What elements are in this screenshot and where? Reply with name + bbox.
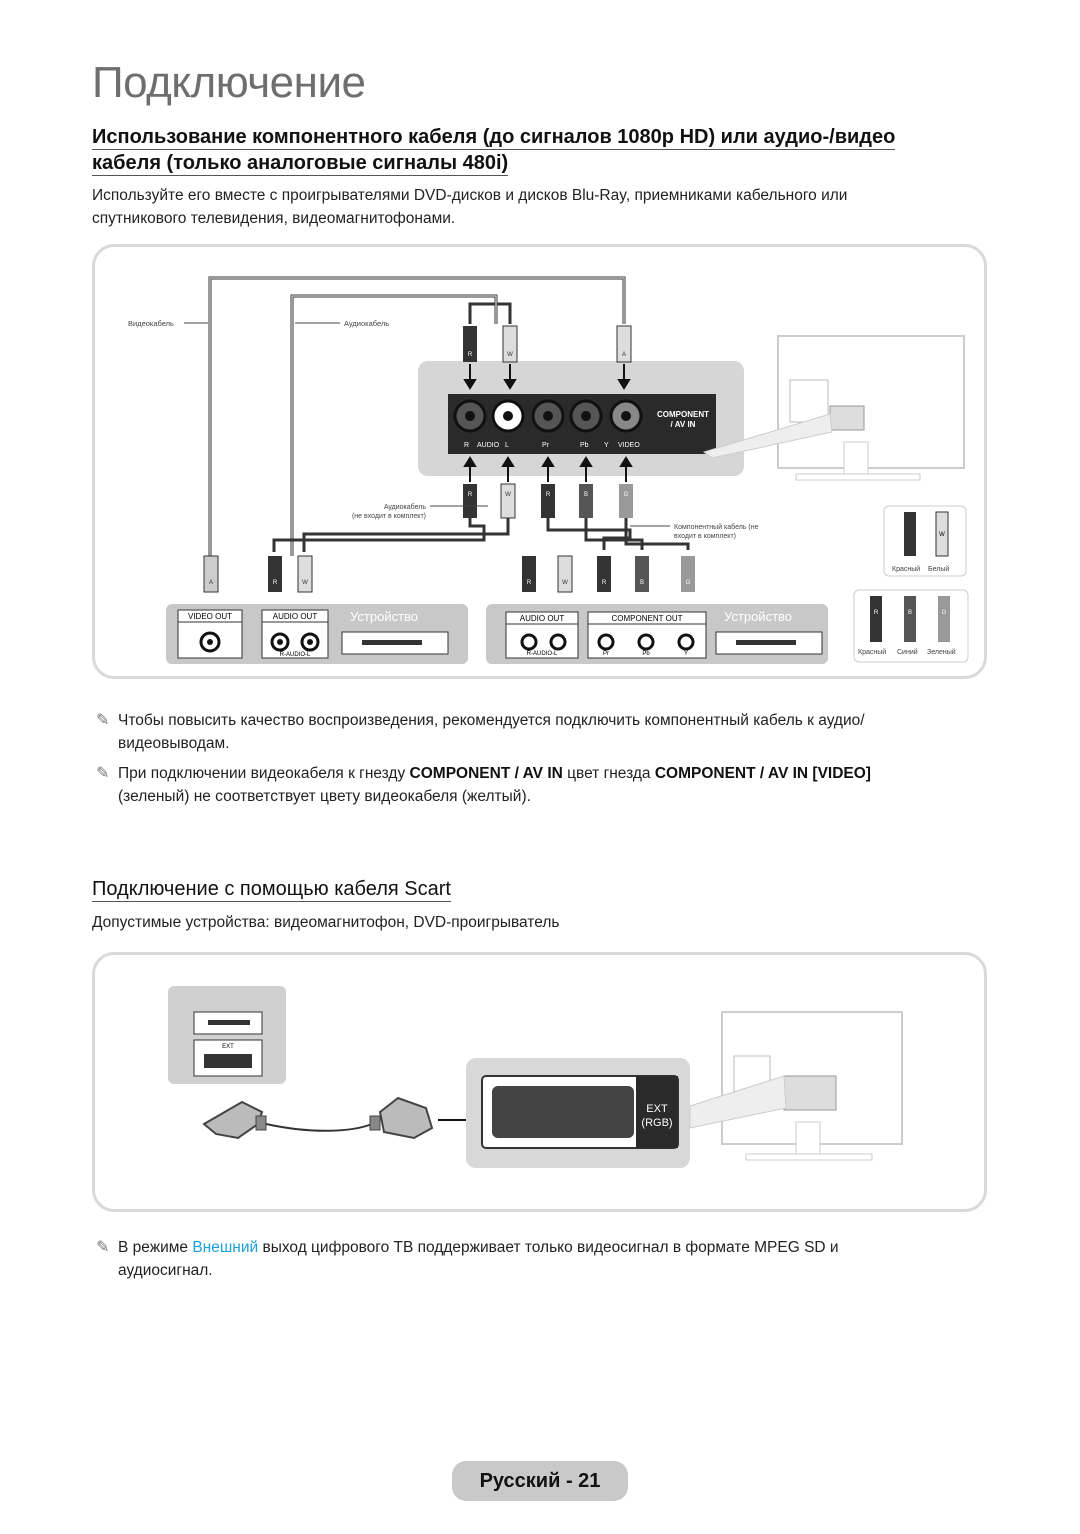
note3-part1: В режиме: [118, 1239, 193, 1256]
top-plugs: [463, 325, 632, 363]
legend1-red: Красный: [892, 565, 920, 573]
device1-audio-out: AUDIO OUT: [273, 612, 318, 621]
tv-back-view: [702, 335, 965, 481]
legend2-green: Зеленый: [927, 648, 956, 656]
panel-jacks: [453, 399, 643, 433]
top-plug-r: R: [468, 352, 473, 358]
panel-video-label: VIDEO: [618, 442, 640, 449]
pencil-icon: ✎: [96, 765, 110, 782]
device2-raudiol: R-AUDIO-L: [527, 651, 558, 657]
page-title: Подключение: [92, 58, 366, 107]
note3-line2: аудиосигнал.: [118, 1262, 213, 1279]
device2-pb: Pb: [642, 651, 650, 657]
top-plug-w: W: [507, 352, 513, 358]
tv-rgb-label: (RGB): [641, 1117, 672, 1129]
pencil-icon: ✎: [96, 1239, 110, 1256]
section2-heading-text: Подключение с помощью кабеля Scart: [92, 878, 451, 902]
device-plug-y: A: [209, 580, 213, 586]
note-component-color: ✎ При подключении видеокабеля к гнезду C…: [96, 762, 986, 808]
section2-heading: Подключение с помощью кабеля Scart: [92, 876, 451, 902]
note2-keyword2: COMPONENT / AV IN [VIDEO]: [654, 765, 871, 782]
audio-cable-nc-note: (не входит в комплект): [352, 513, 426, 520]
device1-video-out: VIDEO OUT: [188, 612, 232, 621]
bottom-plug-w: W: [505, 492, 511, 498]
device2-label: Устройство: [724, 609, 792, 624]
component-diagram-drawing: COMPONENT / AV IN R AUDIO L Pr Pb Y VIDE…: [128, 276, 969, 664]
note3-link-external[interactable]: Внешний: [192, 1239, 259, 1256]
panel-audio-label: AUDIO: [477, 442, 500, 449]
legend2-plug-b: B: [908, 610, 912, 616]
bottom-plug-pr: R: [546, 492, 551, 498]
panel-jack-pr: Pr: [542, 442, 550, 449]
note2-line2: (зеленый) не соответствует цвету видеока…: [118, 788, 531, 805]
note2-part2: цвет гнезда: [562, 765, 655, 782]
panel-avin-label: / AV IN: [671, 420, 696, 429]
panel-jack-y: Y: [604, 442, 609, 449]
bottom-cables: [272, 518, 690, 552]
device-plug-r: R: [273, 580, 278, 586]
device2-plug-pr: R: [602, 580, 607, 586]
device2-plug-pb: B: [640, 580, 644, 586]
top-plug-y: A: [622, 352, 626, 358]
bottom-plug-g: G: [624, 492, 629, 498]
bottom-plugs: [463, 483, 633, 519]
note-quality-line2: видеовыводам.: [118, 735, 230, 752]
device2-plug-r: R: [527, 580, 532, 586]
legend2-plug-g: G: [942, 610, 947, 616]
device2-component-out: COMPONENT OUT: [612, 614, 683, 623]
device-plugs: [203, 555, 695, 593]
component-cable-note: входит в комплект): [674, 533, 736, 540]
note2-part1: При подключении видеокабеля к гнезду: [118, 765, 410, 782]
note-external-mode: ✎ В режиме Внешний выход цифрового ТВ по…: [96, 1236, 986, 1282]
component-cable-label: Компонентный кабель (не: [674, 523, 759, 531]
panel-component-label: COMPONENT: [657, 410, 709, 419]
device1-raudiol: R-AUDIO-L: [280, 652, 311, 658]
legend1-white: Белый: [928, 565, 949, 573]
device2-plug-w: W: [562, 580, 568, 586]
scart-diagram-drawing: EXT EXT (RGB): [168, 986, 903, 1168]
page-number-badge: Русский - 21: [452, 1461, 628, 1501]
section1-heading-line2: кабеля (только аналоговые сигналы 480i): [92, 152, 509, 176]
section1-desc-line1: Используйте его вместе с проигрывателями…: [92, 187, 848, 204]
device2-audio-out: AUDIO OUT: [520, 614, 565, 623]
panel-jack-r: R: [464, 442, 469, 449]
tv-ext-label: EXT: [646, 1103, 668, 1115]
device1-label: Устройство: [350, 609, 418, 624]
section1-description: Используйте его вместе с проигрывателями…: [92, 184, 992, 230]
note-quality: ✎ Чтобы повысить качество воспроизведени…: [96, 709, 986, 755]
scart-cable: [202, 1096, 434, 1140]
note3-part2: выход цифрового ТВ поддерживает только в…: [258, 1239, 839, 1256]
bottom-plug-pb: B: [584, 492, 588, 498]
panel-jack-l: L: [505, 442, 509, 449]
device2-pr: Pr: [603, 651, 609, 657]
device2-plug-g: G: [686, 580, 691, 586]
section1-desc-line2: спутникового телевидения, видеомагнитофо…: [92, 210, 456, 227]
legend2-red: Красный: [858, 648, 886, 656]
device2-y: Y: [684, 651, 688, 657]
section2-description: Допустимые устройства: видеомагнитофон, …: [92, 914, 560, 931]
tv-back-view-scart: [689, 1011, 903, 1161]
device-plug-w: W: [302, 580, 308, 586]
section1-heading: Использование компонентного кабеля (до с…: [92, 124, 896, 176]
legend1-plug-w: W: [939, 532, 945, 538]
section1-heading-line1: Использование компонентного кабеля (до с…: [92, 126, 896, 150]
panel-jack-pb: Pb: [580, 442, 589, 449]
legend2-plug-r: R: [874, 610, 879, 616]
note-quality-line1: Чтобы повысить качество воспроизведения,…: [118, 712, 865, 729]
bottom-plug-r: R: [468, 492, 473, 498]
video-cable-label: Видеокабель: [128, 319, 174, 328]
scart-device-ext: EXT: [222, 1044, 234, 1050]
audio-cable-label: Аудиокабель: [344, 319, 389, 328]
legend2-blue: Синий: [897, 648, 918, 656]
audio-cable-nc-label: Аудиокабель: [384, 503, 427, 511]
note2-keyword1: COMPONENT / AV IN: [409, 765, 563, 782]
pencil-icon: ✎: [96, 712, 110, 729]
